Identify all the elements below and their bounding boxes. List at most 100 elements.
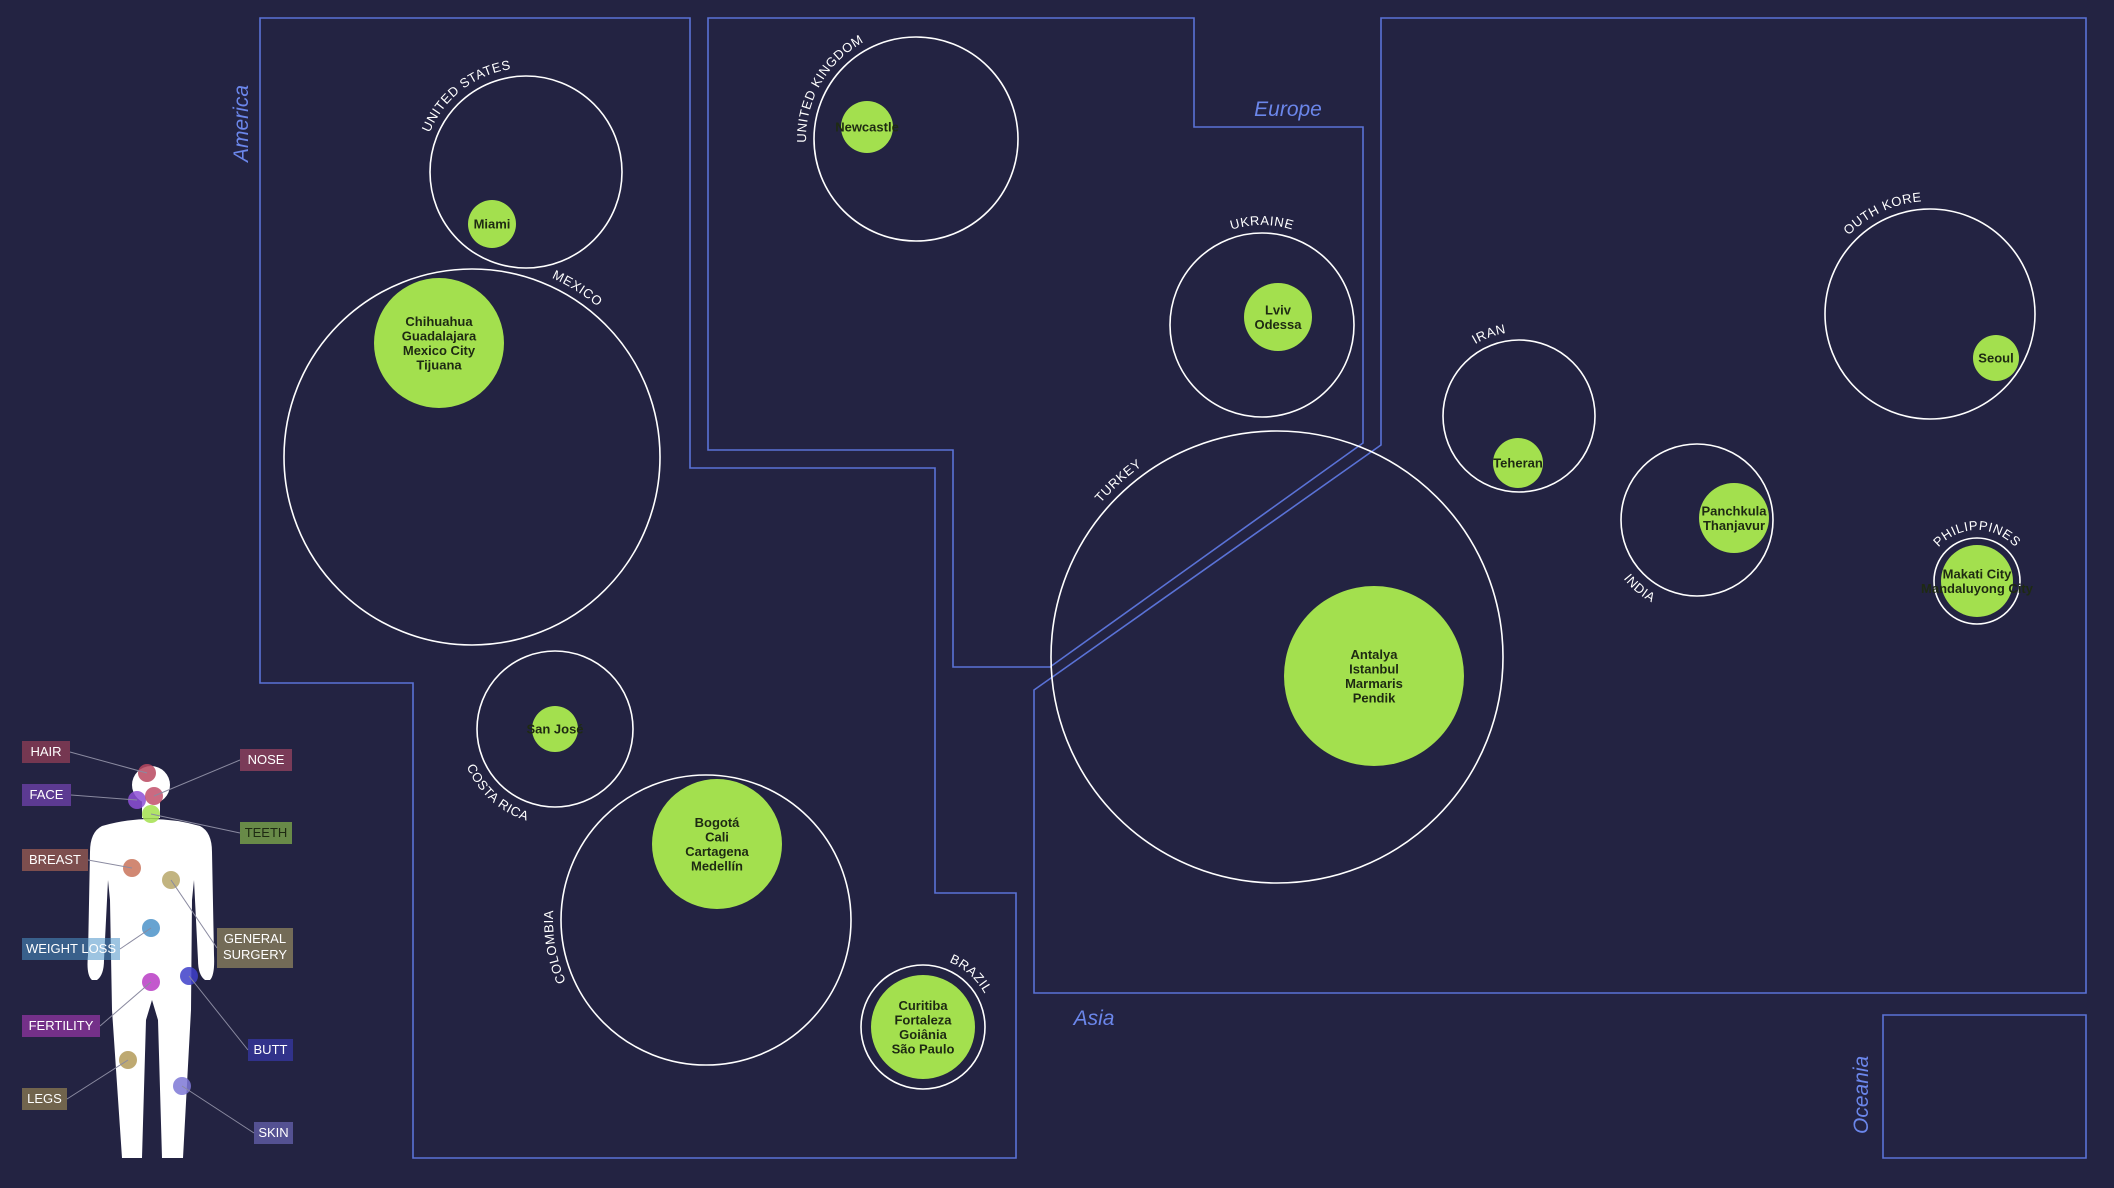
city-cluster-ukraine <box>1244 283 1312 351</box>
city-cluster-india <box>1699 483 1769 553</box>
legend-tag-face: FACE <box>22 784 71 806</box>
region-asia-outline <box>1033 17 2087 994</box>
city-label: Mexico City <box>403 343 476 358</box>
city-label: San José <box>526 722 583 737</box>
city-cluster-south-korea <box>1973 335 2019 381</box>
region-label-oceania: Oceania <box>1850 1056 1873 1134</box>
city-label: Teheran <box>1493 456 1543 471</box>
city-label: Mandaluyong City <box>1921 581 2034 596</box>
country-label-philippines: PHILIPPINES <box>1930 518 2024 550</box>
svg-text:GENERAL: GENERAL <box>224 931 286 946</box>
svg-text:WEIGHT LOSS: WEIGHT LOSS <box>26 941 116 956</box>
city-cluster-philippines <box>1941 545 2013 617</box>
city-label: Curitiba <box>898 998 948 1013</box>
region-label-europe: Europe <box>1254 98 1322 121</box>
human-figure-icon <box>87 766 215 1158</box>
svg-text:SURGERY: SURGERY <box>223 947 287 962</box>
country-circle-south-korea <box>1824 208 2036 420</box>
country-circle-india <box>1620 443 1774 597</box>
country-circle-ukraine <box>1169 232 1355 418</box>
city-label: Antalya <box>1351 647 1399 662</box>
city-label: Cali <box>705 829 729 844</box>
city-cluster-turkey <box>1284 586 1464 766</box>
city-cluster-costa-rica <box>532 706 578 752</box>
svg-text:HAIR: HAIR <box>30 744 61 759</box>
leader-line-fertility <box>99 981 152 1027</box>
leader-line-general-surgery <box>170 879 218 949</box>
country-circle-turkey <box>1050 430 1504 884</box>
city-label: Lviv <box>1265 302 1292 317</box>
city-label: Marmaris <box>1345 676 1403 691</box>
city-label: Chihuahua <box>405 314 473 329</box>
legend-tag-butt: BUTT <box>248 1039 293 1061</box>
city-cluster-united-kingdom <box>841 101 893 153</box>
city-label: Newcastle <box>835 120 899 135</box>
city-cluster-iran <box>1493 438 1543 488</box>
city-label: Istanbul <box>1349 661 1399 676</box>
legend-tag-teeth: TEETH <box>240 822 292 844</box>
city-label: Cartagena <box>685 844 749 859</box>
legend-tag-hair: HAIR <box>22 741 70 763</box>
city-label: Makati City <box>1943 566 2012 581</box>
city-label: Fortaleza <box>894 1012 952 1027</box>
leader-line-weight-loss <box>119 927 152 950</box>
city-label: Miami <box>474 217 511 232</box>
city-label: Goiânia <box>899 1027 947 1042</box>
country-circle-mexico <box>283 268 661 646</box>
city-label: Bogotá <box>695 815 741 830</box>
leader-line-hair <box>69 751 148 774</box>
country-circle-costa-rica <box>476 650 634 808</box>
country-label-ukraine: UKRAINE <box>1228 213 1295 233</box>
legend-tag-fertility: FERTILITY <box>22 1015 100 1037</box>
svg-text:BUTT: BUTT <box>254 1042 288 1057</box>
country-circle-united-states <box>429 75 623 269</box>
country-circle-brazil <box>860 964 986 1090</box>
region-america-outline <box>259 17 1017 1159</box>
region-label-america: America <box>230 85 253 164</box>
country-label-iran: IRAN <box>1469 321 1507 347</box>
city-label: Tijuana <box>416 357 462 372</box>
country-south-korea: SOUTH KOREA Seoul <box>0 0 2036 420</box>
legend-tags: HAIR FACE BREAST WEIGHT LOSS FERTILITY LEGS NO… <box>22 741 293 1144</box>
country-label-united-states: UNITED STATES <box>419 57 512 134</box>
countries-layer: UNITED STATES MiamiMEXICOChihuahuaGuadala… <box>0 0 2036 1090</box>
leader-line-skin <box>181 1085 255 1134</box>
city-cluster-united-states <box>468 200 516 248</box>
legend-tag-weight-loss: WEIGHT LOSS <box>22 938 120 960</box>
svg-text:FACE: FACE <box>30 787 64 802</box>
leader-line-nose <box>153 759 241 797</box>
country-costa-rica: COSTA RICA San José <box>464 650 634 824</box>
city-label: Panchkula <box>1701 503 1767 518</box>
country-label-costa-rica: COSTA RICA <box>464 761 531 824</box>
leader-line-face <box>70 794 138 801</box>
legend-tag-breast: BREAST <box>22 849 88 871</box>
city-label: Pendik <box>1353 690 1396 705</box>
region-outlines <box>259 17 2087 1159</box>
country-label-india: INDIA <box>1621 571 1658 605</box>
svg-text:NOSE: NOSE <box>248 752 285 767</box>
country-circle-colombia <box>560 774 852 1066</box>
legend-tag-legs: LEGS <box>22 1088 67 1110</box>
leader-line-breast <box>87 859 133 869</box>
region-labels: America Europe Asia Oceania <box>230 85 1873 1134</box>
city-label: Seoul <box>1978 351 2013 366</box>
city-cluster-mexico <box>374 278 504 408</box>
country-label-colombia: COLOMBIA <box>541 910 569 987</box>
svg-text:TEETH: TEETH <box>245 825 288 840</box>
city-cluster-brazil <box>871 975 975 1079</box>
country-label-south-korea: SOUTH KOREA <box>0 0 1922 238</box>
svg-text:FERTILITY: FERTILITY <box>29 1018 94 1033</box>
svg-text:LEGS: LEGS <box>27 1091 62 1106</box>
region-oceania-outline <box>1882 1014 2087 1159</box>
leader-line-teeth <box>150 813 241 834</box>
city-label: Thanjavur <box>1703 518 1765 533</box>
city-cluster-colombia <box>652 779 782 909</box>
country-circle-philippines <box>1933 537 2021 625</box>
